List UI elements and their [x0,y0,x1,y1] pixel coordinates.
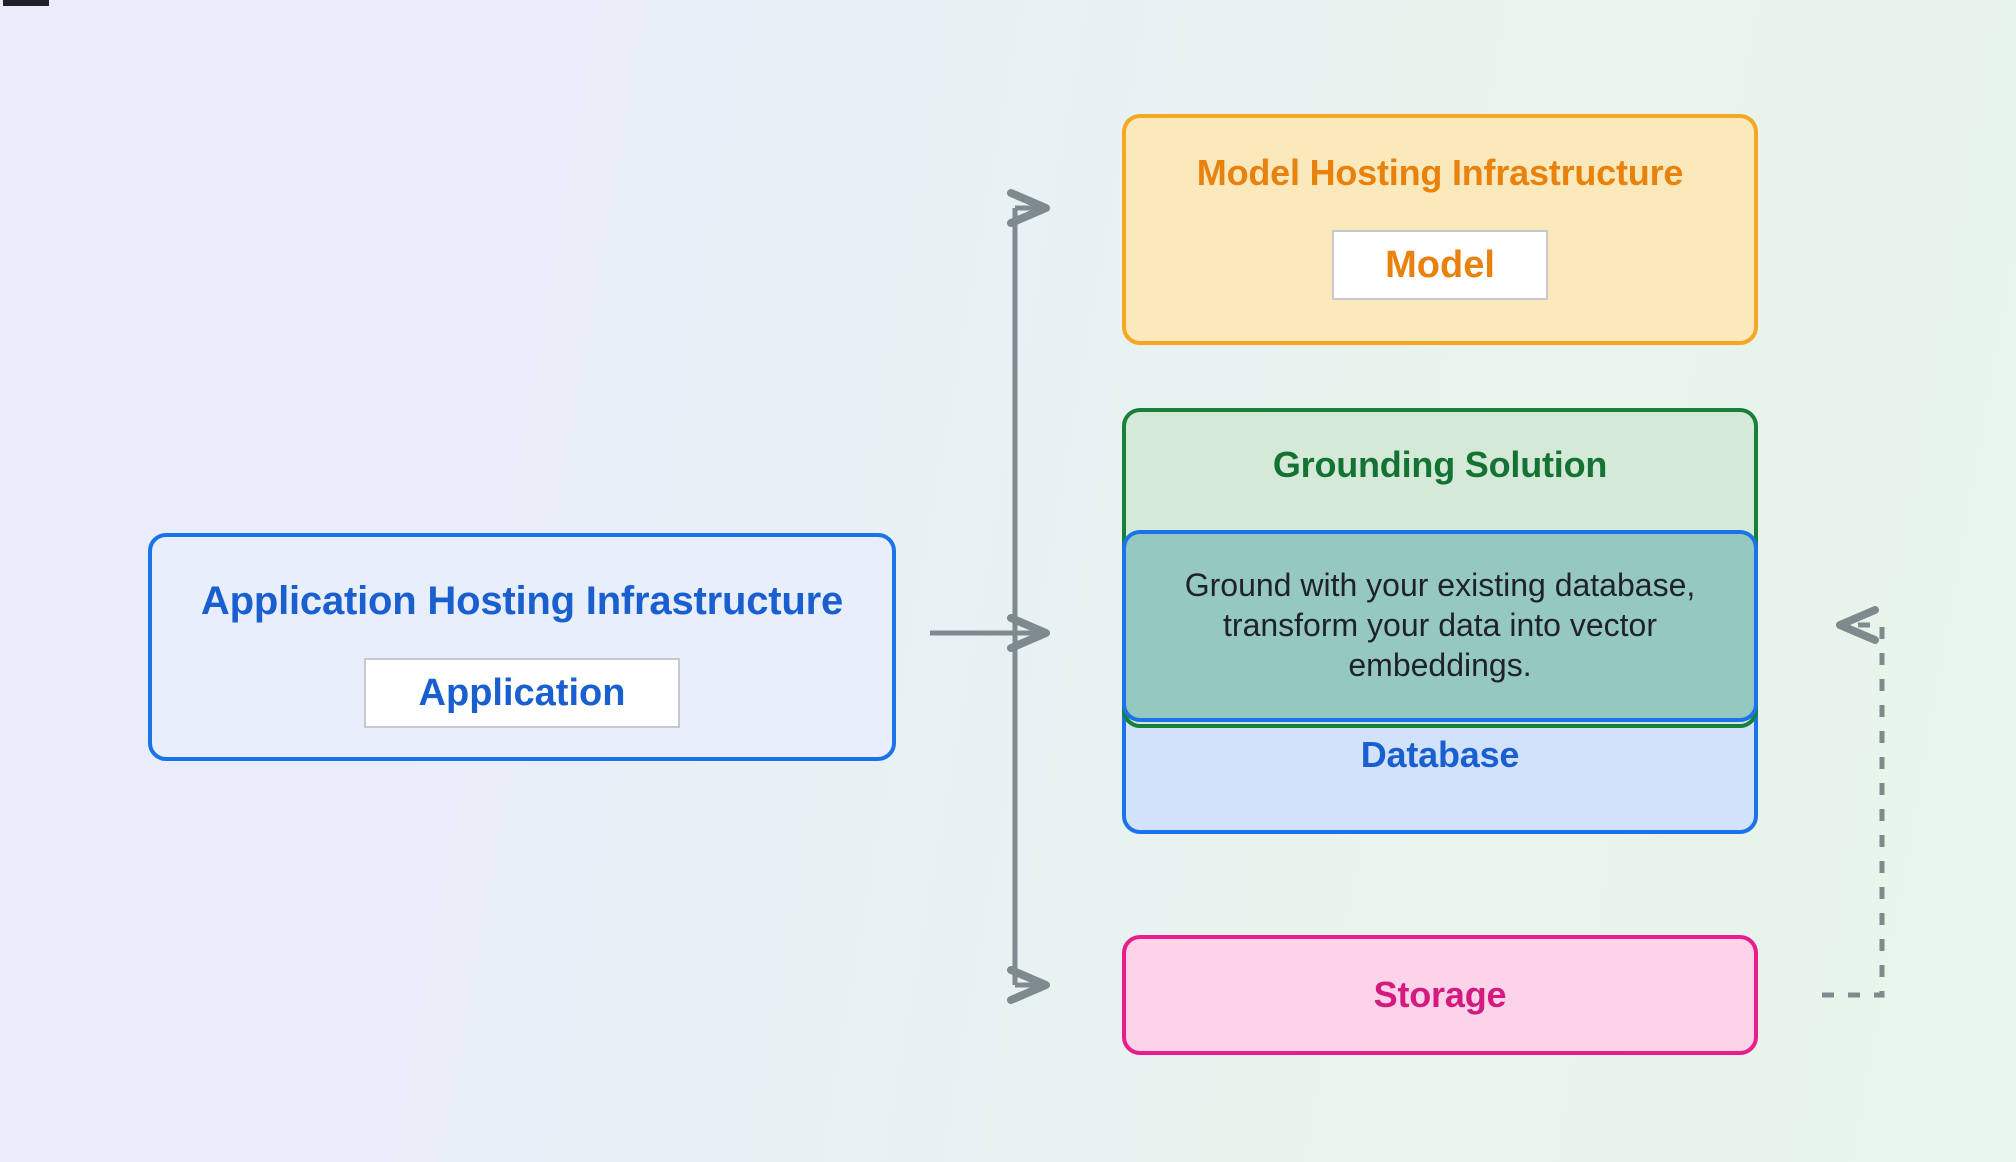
model-chip[interactable]: Model [1332,230,1548,300]
storage-box[interactable]: Storage [1122,935,1758,1055]
grounding-solution-title: Grounding Solution [1272,444,1608,485]
model-hosting-title: Model Hosting Infrastructure [1196,152,1684,193]
database-title: Database [1360,734,1520,775]
crop-artifact-bar [3,0,49,6]
model-hosting-infrastructure-box[interactable]: Model Hosting Infrastructure Model [1122,114,1758,345]
application-hosting-title: Application Hosting Infrastructure [200,579,844,623]
grounding-callout[interactable]: Ground with your existing database, tran… [1122,530,1758,722]
storage-title: Storage [1373,974,1507,1015]
application-hosting-infrastructure-box[interactable]: Application Hosting Infrastructure Appli… [148,533,896,761]
application-chip[interactable]: Application [364,658,680,728]
grounding-callout-text: Ground with your existing database, tran… [1184,567,1696,683]
edge-storage-to-grounding [1822,606,1885,998]
